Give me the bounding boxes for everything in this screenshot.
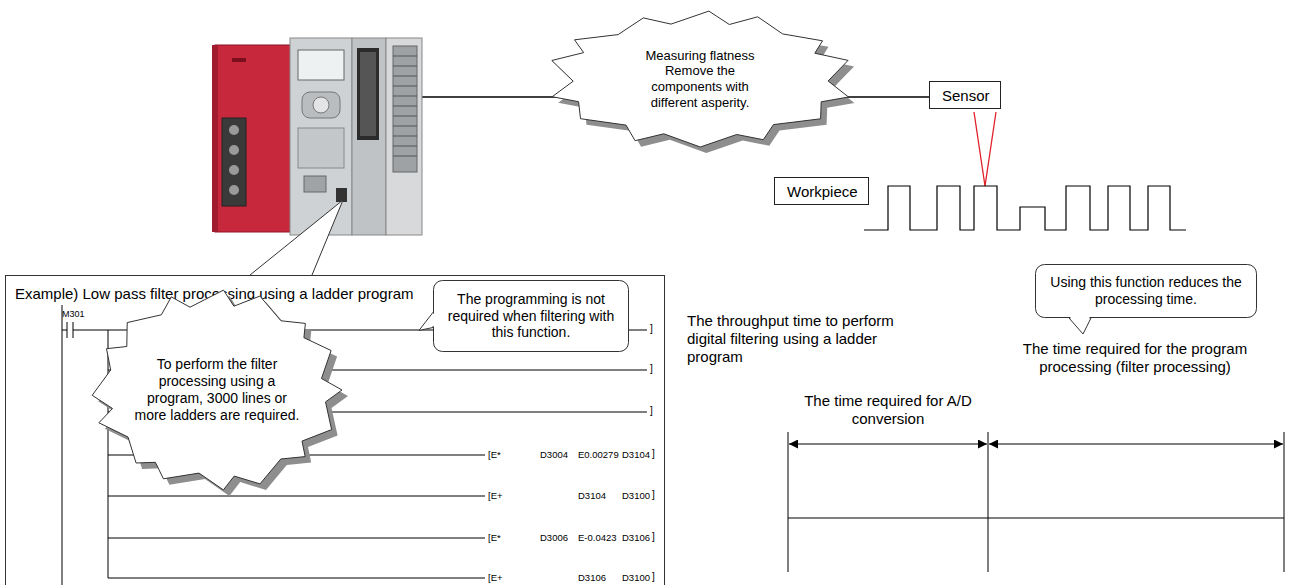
plc-illustration bbox=[212, 38, 422, 235]
node-text: To perform the filter processing using a… bbox=[131, 356, 303, 423]
ladder-operand: D3006 bbox=[540, 532, 568, 543]
ladder-burst: To perform the filter processing using a… bbox=[86, 284, 348, 496]
ladder-operand: D3104 bbox=[622, 449, 650, 460]
ladder-operand: D3104 bbox=[578, 490, 606, 501]
ladder-operand: [E* bbox=[488, 532, 501, 543]
ladder-operand: ] bbox=[652, 448, 655, 460]
node-text: Sensor bbox=[942, 87, 990, 105]
ladder-operand: ] bbox=[652, 531, 655, 543]
flatness-burst: Measuring flatness Remove the components… bbox=[540, 5, 860, 153]
workpiece-profile bbox=[864, 186, 1186, 230]
ladder-operand: [E+ bbox=[488, 572, 503, 583]
speech-bubble: Using this function reduces the processi… bbox=[1035, 264, 1257, 318]
ladder-operand: D3100 bbox=[622, 490, 650, 501]
leader-wedge bbox=[250, 200, 343, 275]
ladder-operand: D3004 bbox=[540, 449, 568, 460]
node-text: The programming is not required when fil… bbox=[440, 291, 622, 341]
ladder-operand: [E* bbox=[488, 449, 501, 460]
timing-note: The time required for the program proces… bbox=[1015, 340, 1255, 376]
workpiece-box: Workpiece bbox=[774, 177, 869, 205]
ladder-operand: ] bbox=[652, 571, 655, 583]
timing-note: The throughput time to perform digital f… bbox=[687, 312, 909, 366]
sensor-beam bbox=[974, 112, 996, 186]
ladder-operand: D3106 bbox=[578, 572, 606, 583]
ladder-operand: E-0.0423 bbox=[578, 532, 617, 543]
ladder-operand: D3100 bbox=[622, 572, 650, 583]
timing-lines bbox=[788, 432, 1284, 572]
ladder-operand: [E+ bbox=[488, 490, 503, 501]
node-text: Using this function reduces the processi… bbox=[1043, 274, 1249, 308]
ladder-operand: ] bbox=[650, 323, 653, 335]
timing-note: The time required for A/D conversion bbox=[793, 392, 983, 428]
ladder-operand: M301 bbox=[62, 309, 85, 320]
ladder-operand: D3106 bbox=[622, 532, 650, 543]
node-text: Workpiece bbox=[787, 183, 858, 201]
callout-box: The programming is not required when fil… bbox=[433, 280, 629, 352]
node-text: Measuring flatness Remove the components… bbox=[634, 48, 766, 110]
ladder-operand: ] bbox=[650, 405, 653, 417]
ladder-operand: ] bbox=[650, 363, 653, 375]
ladder-operand: ] bbox=[652, 489, 655, 501]
ladder-operand: E0.00279 bbox=[578, 449, 619, 460]
sensor-box: Sensor bbox=[929, 81, 1001, 109]
